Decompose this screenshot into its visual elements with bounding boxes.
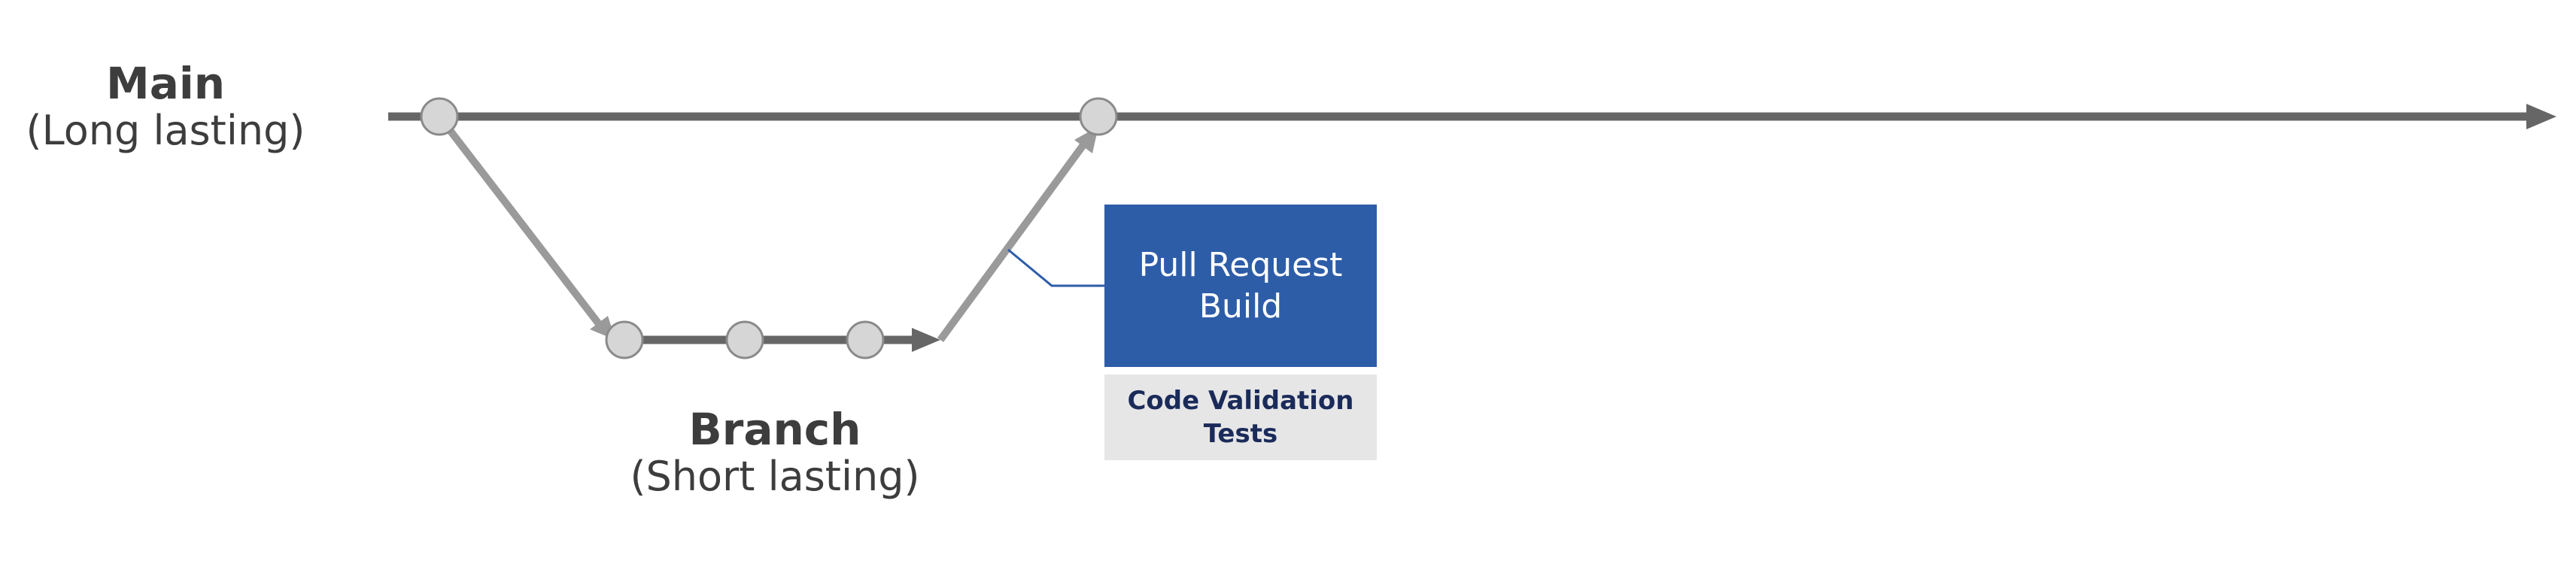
commit-node bbox=[846, 320, 885, 359]
branch-subtitle: (Short lasting) bbox=[630, 452, 920, 500]
merge-line bbox=[937, 141, 1089, 342]
main-timeline-arrowhead bbox=[2526, 104, 2556, 129]
branch-label: Branch (Short lasting) bbox=[617, 404, 933, 500]
commit-node bbox=[1079, 97, 1118, 136]
main-label: Main (Long lasting) bbox=[8, 58, 324, 154]
main-subtitle: (Long lasting) bbox=[26, 106, 305, 154]
branch-title: Branch bbox=[688, 404, 861, 455]
branch-off-line bbox=[436, 114, 605, 331]
pull-request-build-box: Pull Request Build bbox=[1104, 205, 1377, 367]
branch-timeline-arrowhead bbox=[912, 328, 940, 352]
code-validation-tests-box: Code Validation Tests bbox=[1104, 374, 1377, 460]
commit-node bbox=[420, 97, 459, 136]
code-validation-tests-text: Code Validation Tests bbox=[1127, 385, 1354, 449]
pull-request-build-text: Pull Request Build bbox=[1138, 246, 1343, 326]
pr-connector-line bbox=[1007, 248, 1104, 287]
commit-node bbox=[725, 320, 764, 359]
commit-node bbox=[605, 320, 644, 359]
main-title: Main bbox=[105, 58, 226, 109]
